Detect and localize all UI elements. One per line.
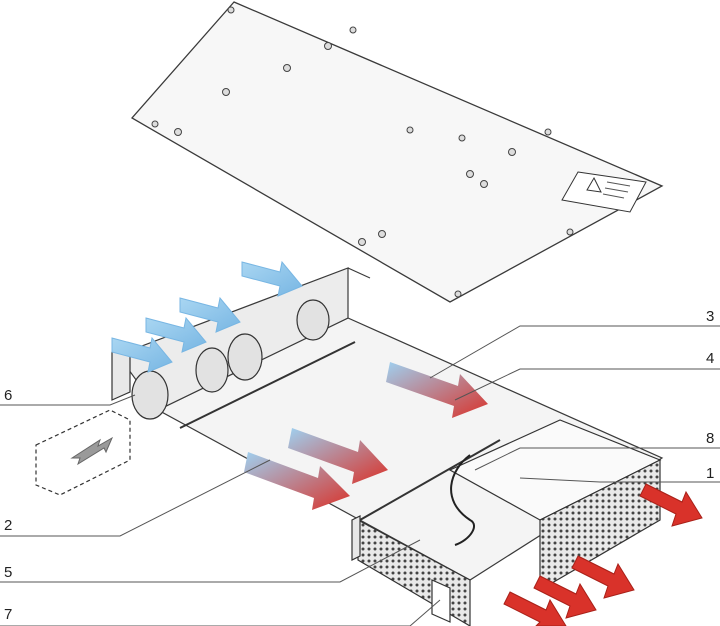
warning-label-icon bbox=[561, 171, 647, 213]
callout-6: 6 bbox=[4, 387, 12, 404]
exhaust-arrow-icon bbox=[503, 483, 703, 626]
callout-4: 4 bbox=[706, 350, 714, 367]
airflow-arrows bbox=[111, 260, 703, 626]
fan-assembly bbox=[131, 299, 330, 420]
callout-1: 1 bbox=[706, 465, 714, 482]
airflow-arrow-icon bbox=[111, 260, 303, 373]
internal-airflow-arrow-icon bbox=[244, 362, 488, 510]
double-arrow-icon bbox=[70, 436, 114, 466]
dashed-module-outline bbox=[35, 409, 131, 496]
callout-numbers: 1 2 3 4 5 6 7 8 bbox=[4, 308, 714, 623]
chassis-base bbox=[35, 267, 664, 626]
cable bbox=[450, 454, 475, 546]
callout-3: 3 bbox=[706, 308, 714, 325]
callout-2: 2 bbox=[4, 517, 12, 534]
callout-7: 7 bbox=[4, 606, 12, 623]
callout-leaders bbox=[0, 325, 720, 626]
top-cover bbox=[130, 1, 664, 303]
cover-screw-holes bbox=[151, 6, 574, 298]
callout-8: 8 bbox=[706, 430, 714, 447]
callout-5: 5 bbox=[4, 564, 12, 581]
